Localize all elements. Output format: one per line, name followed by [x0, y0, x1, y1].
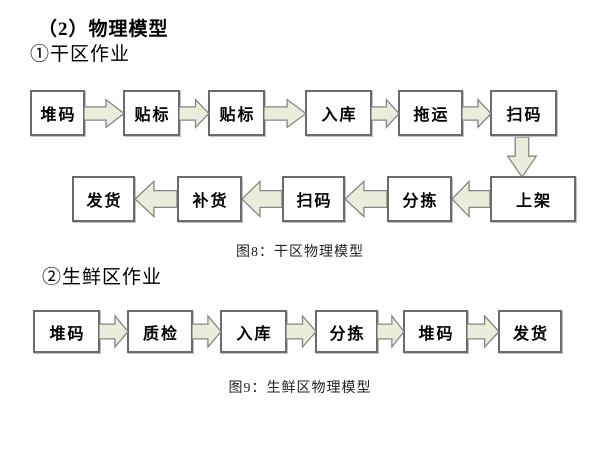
- flow-box: 补货: [177, 176, 242, 222]
- arrow-right-icon: [467, 313, 499, 350]
- flow-box: 堆码: [33, 310, 100, 353]
- arrow-right-icon: [179, 97, 209, 130]
- flow-box: 扫码: [282, 176, 345, 222]
- arrow-left-icon: [452, 178, 490, 220]
- arrow-right-icon: [264, 97, 306, 130]
- flow-box: 贴标: [208, 90, 265, 136]
- arrow-right-icon: [371, 97, 399, 130]
- flow-box: 分拣: [387, 176, 452, 222]
- flow-box: 上架: [490, 176, 576, 222]
- arrow-right-icon: [84, 97, 124, 130]
- subsection-fresh-zone: ②生鲜区作业: [42, 267, 163, 288]
- flow-box: 堆码: [30, 90, 85, 136]
- arrow-left-icon: [135, 178, 177, 220]
- arrow-right-icon: [99, 313, 128, 350]
- fig9-caption: 图9：生鲜区物理模型: [228, 381, 372, 396]
- flow-box: 贴标: [123, 90, 180, 136]
- arrow-right-icon: [192, 313, 221, 350]
- arrow-right-icon: [377, 313, 404, 350]
- section-heading: （2）物理模型: [38, 19, 169, 40]
- arrow-left-icon: [242, 178, 282, 220]
- flow-box: 堆码: [403, 310, 468, 353]
- flow-box: 拖运: [398, 90, 463, 136]
- arrow-left-icon: [345, 178, 387, 220]
- fig8-caption: 图8：干区物理模型: [236, 245, 364, 260]
- arrow-down-icon: [505, 137, 539, 177]
- arrow-right-icon: [462, 97, 491, 130]
- arrow-right-icon: [286, 313, 316, 350]
- subsection-dry-zone: ①干区作业: [30, 44, 131, 65]
- flow-box: 发货: [498, 310, 562, 353]
- flow-box: 分拣: [315, 310, 378, 353]
- flow-box: 扫码: [490, 90, 557, 136]
- flow-box: 入库: [220, 310, 287, 353]
- flow-box: 质检: [127, 310, 193, 353]
- flow-box: 入库: [305, 90, 372, 136]
- flow-box: 发货: [72, 176, 135, 222]
